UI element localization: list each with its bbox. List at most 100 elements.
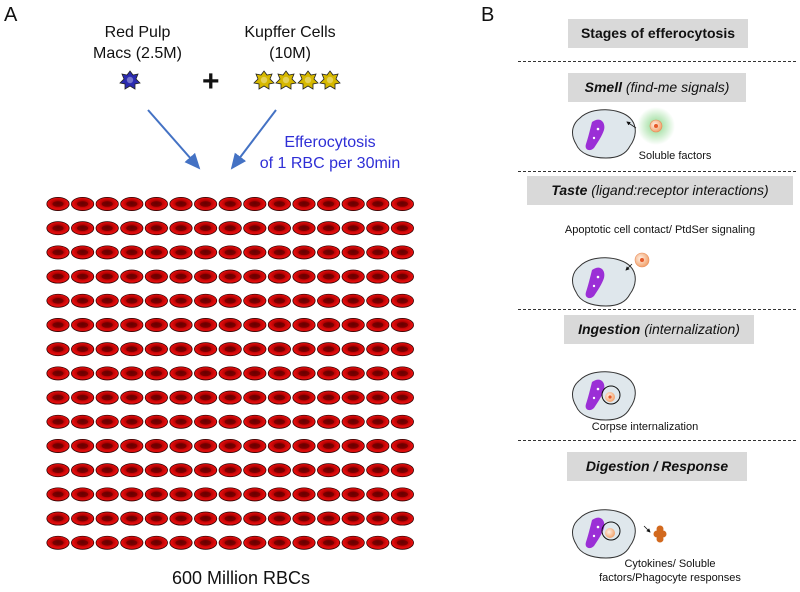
- red-blood-cell-icon: [95, 293, 119, 308]
- red-blood-cell-icon: [218, 487, 242, 502]
- red-blood-cell-icon: [95, 535, 119, 550]
- red-blood-cell-icon: [169, 245, 193, 260]
- red-blood-cell-icon: [341, 293, 365, 308]
- red-blood-cell-icon: [390, 535, 414, 550]
- red-blood-cell-icon: [292, 439, 316, 453]
- red-blood-cell-icon: [390, 269, 414, 284]
- red-blood-cell-icon: [144, 511, 168, 526]
- red-blood-cell-icon: [267, 414, 291, 429]
- red-blood-cell-icon: [71, 197, 95, 211]
- red-blood-cell-icon: [120, 342, 144, 357]
- red-blood-cell-icon: [243, 245, 267, 260]
- red-blood-cell-icon: [366, 511, 390, 526]
- red-blood-cell-icon: [243, 439, 267, 453]
- red-blood-cell-icon: [390, 366, 414, 381]
- red-blood-cell-icon: [71, 487, 95, 502]
- red-blood-cell-icon: [144, 463, 168, 478]
- divider: [518, 309, 796, 310]
- red-blood-cell-icon: [267, 342, 291, 357]
- red-blood-cell-icon: [218, 511, 242, 526]
- red-blood-cell-icon: [95, 414, 119, 429]
- red-blood-cell-icon: [317, 511, 341, 526]
- red-blood-cell-icon: [317, 197, 341, 211]
- red-blood-cell-icon: [120, 197, 144, 211]
- red-blood-cell-icon: [243, 221, 267, 236]
- red-blood-cell-icon: [46, 197, 70, 211]
- stage-digestion-title: Digestion / Response: [567, 452, 747, 481]
- red-blood-cell-icon: [120, 293, 144, 308]
- red-blood-cell-icon: [194, 439, 218, 453]
- find-me-signal-icon: [637, 107, 675, 145]
- red-blood-cell-icon: [243, 197, 267, 211]
- red-blood-cell-icon: [390, 390, 414, 405]
- red-blood-cell-icon: [267, 487, 291, 502]
- red-blood-cell-icon: [366, 342, 390, 357]
- red-blood-cell-icon: [144, 414, 168, 429]
- red-blood-cell-icon: [144, 269, 168, 284]
- red-blood-cell-icon: [366, 245, 390, 260]
- red-blood-cell-icon: [95, 366, 119, 381]
- red-blood-cell-icon: [317, 366, 341, 381]
- red-blood-cell-icon: [390, 221, 414, 236]
- red-blood-cell-icon: [366, 318, 390, 332]
- red-blood-cell-icon: [169, 366, 193, 381]
- red-blood-cell-icon: [169, 463, 193, 478]
- red-blood-cell-icon: [366, 439, 390, 453]
- red-blood-cell-icon: [341, 439, 365, 453]
- red-blood-cell-icon: [46, 269, 70, 284]
- red-blood-cell-icon: [317, 269, 341, 284]
- red-blood-cell-icon: [218, 293, 242, 308]
- red-blood-cell-icon: [120, 366, 144, 381]
- red-blood-cell-icon: [144, 535, 168, 550]
- red-blood-cell-icon: [317, 245, 341, 260]
- red-blood-cell-icon: [169, 197, 193, 211]
- red-blood-cell-icon: [95, 439, 119, 453]
- red-blood-cell-icon: [218, 390, 242, 405]
- red-blood-cell-icon: [292, 535, 316, 550]
- red-blood-cell-icon: [366, 463, 390, 478]
- digestion-phagocyte-icon: [572, 509, 651, 559]
- red-blood-cell-icon: [144, 221, 168, 236]
- red-blood-cell-icon: [317, 390, 341, 405]
- red-blood-cell-icon: [341, 197, 365, 211]
- red-blood-cell-icon: [292, 366, 316, 381]
- red-blood-cell-icon: [194, 342, 218, 357]
- rbc-count-label: 600 Million RBCs: [172, 568, 311, 588]
- red-blood-cell-icon: [46, 511, 70, 526]
- red-blood-cell-icon: [46, 293, 70, 308]
- red-blood-cell-icon: [341, 511, 365, 526]
- red-blood-cell-icon: [341, 463, 365, 478]
- red-blood-cell-icon: [144, 439, 168, 453]
- red-blood-cell-icon: [218, 414, 242, 429]
- red-blood-cell-icon: [341, 269, 365, 284]
- kupffer-cells-label: Kupffer Cells (10M): [244, 24, 336, 62]
- red-blood-cell-icon: [292, 390, 316, 405]
- red-blood-cell-icon: [292, 221, 316, 236]
- red-blood-cell-icon: [144, 318, 168, 332]
- red-blood-cell-icon: [120, 269, 144, 284]
- red-blood-cell-icon: [366, 487, 390, 502]
- red-blood-cell-icon: [71, 535, 95, 550]
- red-blood-cell-icon: [194, 487, 218, 502]
- red-blood-cell-icon: [46, 342, 70, 357]
- red-blood-cell-icon: [292, 318, 316, 332]
- divider: [518, 61, 796, 62]
- red-blood-cell-icon: [317, 463, 341, 478]
- red-blood-cell-icon: [169, 414, 193, 429]
- red-blood-cell-icon: [71, 511, 95, 526]
- red-blood-cell-icon: [144, 487, 168, 502]
- red-blood-cell-icon: [218, 245, 242, 260]
- red-blood-cell-icon: [169, 269, 193, 284]
- red-blood-cell-icon: [366, 221, 390, 236]
- red-blood-cell-icon: [71, 269, 95, 284]
- red-blood-cell-icon: [218, 269, 242, 284]
- red-blood-cell-icon: [194, 318, 218, 332]
- red-blood-cell-icon: [341, 318, 365, 332]
- red-blood-cell-icon: [95, 463, 119, 478]
- red-blood-cell-icon: [144, 342, 168, 357]
- red-blood-cell-icon: [194, 463, 218, 478]
- red-blood-cell-icon: [95, 487, 119, 502]
- red-blood-cell-icon: [292, 463, 316, 478]
- red-blood-cell-icon: [243, 414, 267, 429]
- red-blood-cell-icon: [194, 197, 218, 211]
